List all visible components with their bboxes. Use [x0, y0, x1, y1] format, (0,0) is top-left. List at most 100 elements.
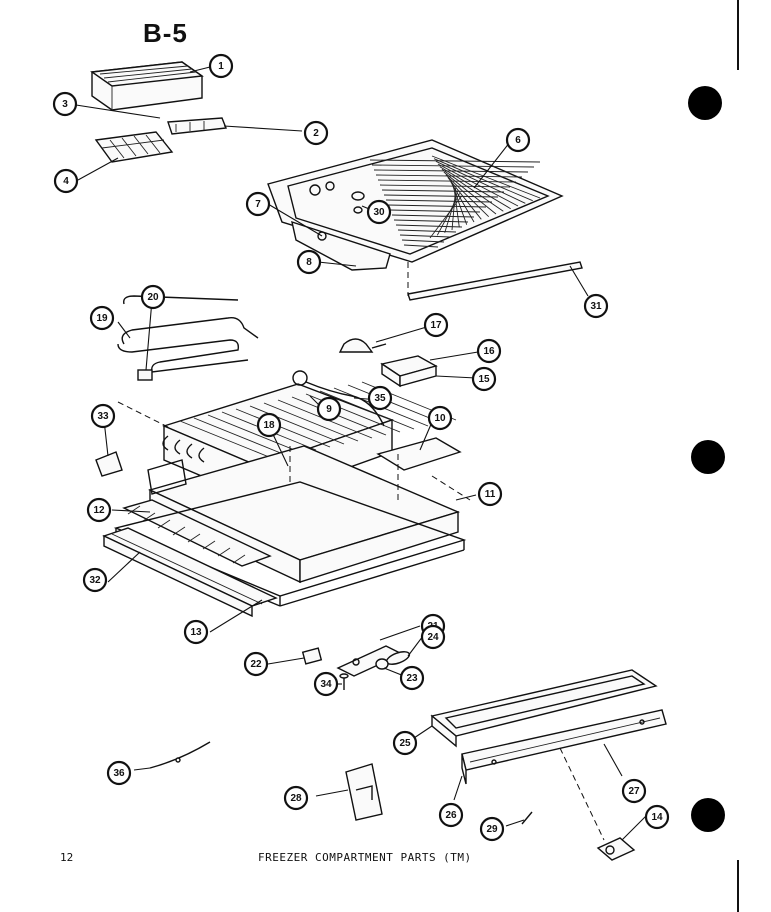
part-23-socket — [375, 658, 389, 670]
callout-label: 13 — [190, 627, 202, 638]
callout-label: 28 — [290, 793, 302, 804]
page-number: 12 — [60, 851, 74, 864]
binder-hole-top — [688, 86, 722, 120]
callout-1: 1 — [208, 53, 234, 79]
callout-7: 7 — [245, 191, 271, 217]
callout-11: 11 — [477, 481, 503, 507]
callout-10: 10 — [427, 405, 453, 431]
part-6-evaporator-cover — [267, 139, 564, 263]
callout-label: 26 — [445, 810, 457, 821]
part-25-frame — [430, 669, 658, 748]
callout-36: 36 — [106, 760, 132, 786]
callout-label: 15 — [478, 374, 490, 385]
part-28-bracket — [345, 763, 383, 821]
callout-label: 18 — [263, 420, 275, 431]
callout-label: 3 — [62, 99, 68, 110]
callout-label: 2 — [313, 128, 319, 139]
callout-35: 35 — [367, 385, 393, 411]
callout-label: 34 — [320, 679, 332, 690]
callout-label: 10 — [434, 413, 446, 424]
callout-label: 12 — [93, 505, 105, 516]
part-35-tube — [305, 381, 385, 427]
callout-12: 12 — [86, 497, 112, 523]
part-17-fitting — [338, 338, 387, 353]
callout-label: 30 — [373, 207, 385, 218]
callout-9: 9 — [316, 396, 342, 422]
callout-30: 30 — [366, 199, 392, 225]
callout-32: 32 — [82, 567, 108, 593]
callout-13: 13 — [183, 619, 209, 645]
binder-hole-middle — [691, 440, 725, 474]
section-title: B-5 — [143, 18, 188, 48]
callout-23: 23 — [399, 665, 425, 691]
page-caption: FREEZER COMPARTMENT PARTS (TM) — [258, 851, 472, 864]
callout-8: 8 — [296, 249, 322, 275]
callout-label: 23 — [406, 673, 418, 684]
callout-34: 34 — [313, 671, 339, 697]
callout-31: 31 — [583, 293, 609, 319]
callout-label: 19 — [96, 313, 108, 324]
callout-25: 25 — [392, 730, 418, 756]
part-31-rail — [407, 261, 583, 301]
callout-27: 27 — [621, 778, 647, 804]
callout-6: 6 — [505, 127, 531, 153]
callout-label: 22 — [250, 659, 262, 670]
callout-33: 33 — [90, 403, 116, 429]
callout-label: 17 — [430, 320, 442, 331]
callout-label: 6 — [515, 135, 521, 146]
callout-label: 36 — [113, 768, 125, 779]
page-edge-line-top — [737, 0, 739, 70]
callout-14: 14 — [644, 804, 670, 830]
callout-label: 33 — [97, 411, 109, 422]
callout-label: 25 — [399, 738, 411, 749]
binder-hole-bottom — [691, 798, 725, 832]
callout-label: 32 — [89, 575, 101, 586]
callout-group: 1 23 4 6 7 8 30 31 19 20 17 16 15 9 35 33 18 10 11 12 32 13 2 1… — [52, 53, 670, 842]
callout-17: 17 — [423, 312, 449, 338]
callout-19: 19 — [89, 305, 115, 331]
part-29-screw — [521, 811, 533, 825]
callout-label: 7 — [255, 199, 261, 210]
part-33-bracket — [95, 451, 123, 477]
part-36-wire — [149, 741, 211, 769]
part-16-thermostat — [380, 355, 438, 388]
callout-15: 15 — [471, 366, 497, 392]
callout-29: 29 — [479, 816, 505, 842]
callout-label: 4 — [63, 176, 69, 187]
callout-label: 11 — [485, 489, 496, 500]
part-19-heater — [117, 295, 259, 373]
callout-20: 20 — [140, 284, 166, 310]
callout-label: 20 — [147, 292, 159, 303]
part-14-roller — [596, 837, 636, 861]
callout-16: 16 — [476, 338, 502, 364]
part-10-plate — [376, 437, 462, 471]
callout-18: 18 — [256, 412, 282, 438]
callout-label: 29 — [486, 824, 498, 835]
callout-2: 2 — [303, 120, 329, 146]
callout-26: 26 — [438, 802, 464, 828]
part-32-front-trim — [102, 527, 278, 618]
part-20-clip — [137, 369, 153, 381]
page-edge-line-bottom — [737, 860, 739, 912]
part-7-plate — [291, 220, 391, 271]
callout-28: 28 — [283, 785, 309, 811]
part-2-handle — [167, 117, 227, 135]
part-34-screw — [339, 673, 349, 690]
callout-label: 35 — [374, 393, 386, 404]
callout-label: 1 — [218, 61, 224, 72]
callout-22: 22 — [243, 651, 269, 677]
callout-label: 27 — [628, 786, 640, 797]
part-1-ice-bin — [90, 61, 204, 111]
callout-label: 24 — [427, 632, 439, 643]
callout-3: 3 — [52, 91, 78, 117]
assembly-lines — [117, 262, 605, 841]
callout-label: 16 — [483, 346, 495, 357]
part-27-rail — [461, 709, 667, 785]
callout-label: 9 — [326, 404, 332, 415]
callout-label: 8 — [306, 257, 312, 268]
callout-label: 14 — [651, 812, 663, 823]
callout-label: 31 — [590, 301, 602, 312]
callout-24: 24 — [420, 624, 446, 650]
